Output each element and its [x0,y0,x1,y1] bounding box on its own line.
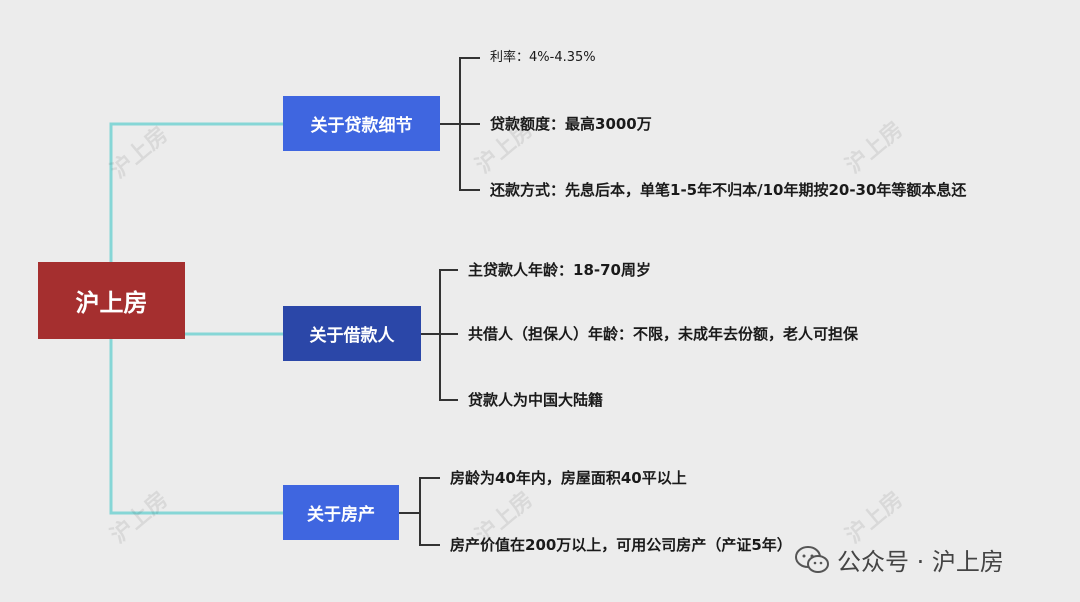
leaf-property-value: 房产价值在200万以上，可用公司房产（产证5年） [450,536,792,554]
leaf-main-borrower-age: 主贷款人年龄：18-70周岁 [468,261,651,279]
branch-loan-details: 关于贷款细节 [283,96,440,151]
leaf-co-borrower-age: 共借人（担保人）年龄：不限，未成年去份额，老人可担保 [468,325,859,343]
connector-root-branch-0 [109,122,283,262]
footer-text: 公众号 · 沪上房 [837,548,1004,576]
branch-property: 关于房产 [283,485,399,540]
leaf-interest-rate: 利率：4%-4.35% [490,50,596,65]
leaf-nationality: 贷款人为中国大陆籍 [468,391,604,409]
leaf-property-age: 房龄为40年内，房屋面积40平以上 [450,469,687,487]
connector-branch-2-bracket [419,477,440,546]
connector-root-branch-2 [109,339,283,515]
root-node: 沪上房 [38,262,185,339]
footer-account: 公众号 · 沪上房 [795,542,1004,577]
leaf-repayment: 还款方式：先息后本，单笔1-5年不归本/10年期按20-30年等额本息还 [490,181,967,199]
leaf-loan-amount: 贷款额度：最高3000万 [490,115,652,133]
branch-borrower: 关于借款人 [283,306,421,361]
wechat-icon [795,545,829,573]
